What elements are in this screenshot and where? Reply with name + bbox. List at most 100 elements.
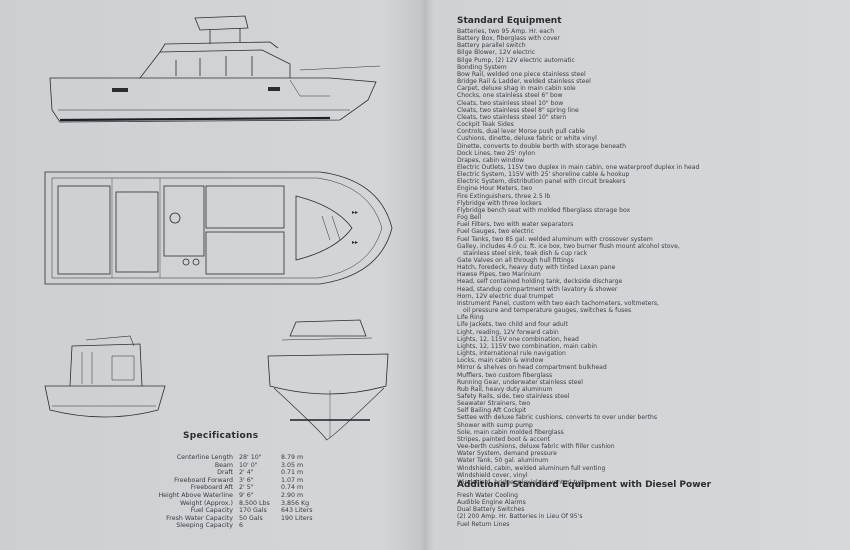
bow-view-drawing [267, 319, 389, 441]
diesel-equipment-item: (2) 200 Amp. Hr. Batteries in Lieu Of 95… [457, 513, 583, 521]
spec-met-cell: 3,856 Kg [281, 499, 310, 507]
spec-row: Centerline Length 28' 10" 8.79 m [95, 454, 321, 462]
spec-label-cell: Height Above Waterline [158, 491, 233, 499]
spec-label-cell: Freeboard Forward [174, 476, 233, 484]
equipment-item: Rub Rail, heavy duty aluminum [457, 385, 553, 393]
equipment-item: Stripes, painted boot & accent [457, 435, 550, 443]
spec-imp-cell: 10' 0" [239, 461, 258, 469]
equipment-item: Drapes, cabin window [457, 156, 525, 164]
equipment-item: Bow Rail, welded one piece stainless ste… [457, 70, 586, 78]
equipment-item: Batteries, two 95 Amp. Hr. each [457, 28, 555, 35]
equipment-item: Mufflers, two custom fiberglass [457, 371, 553, 379]
equipment-item: Cleats, two stainless steel 8" spring li… [457, 106, 579, 114]
equipment-item: Flybridge bench seat with molded fibergl… [457, 206, 631, 214]
equipment-item: Fire Extinguishers, three 2.5 lb [457, 192, 551, 200]
spec-met-cell [277, 522, 321, 530]
side-profile-drawing [49, 15, 381, 123]
stern-view-drawing [44, 335, 166, 418]
equipment-item: Self Bailing Aft Cockpit [457, 407, 527, 415]
equipment-item: Gate Valves on all through hull fittings [457, 257, 574, 264]
diesel-equipment-item: Fuel Return Lines [457, 520, 510, 528]
spec-label-cell: Draft [217, 469, 233, 477]
specifications-title: Specifications [183, 431, 259, 441]
equipment-item: Water System, demand pressure [457, 450, 557, 458]
spec-row: Beam 10' 0" 3.05 m [95, 462, 321, 470]
equipment-item: Seawater Strainers, two [457, 400, 531, 408]
spec-label-cell: Freeboard Aft [190, 484, 233, 492]
spec-imp-cell: 6 [239, 522, 244, 530]
spec-label-cell: Weight (Approx.) [180, 499, 233, 507]
equipment-item: Bonding System [457, 63, 507, 71]
equipment-item: Lights, international rule navigation [457, 350, 566, 358]
spec-met-cell: 1.07 m [281, 476, 304, 484]
equipment-item: Fuel Filters, two with water separators [457, 221, 574, 229]
diesel-equipment-item: Dual Battery Switches [457, 506, 525, 514]
spec-imp-cell: 28' 10" [239, 454, 262, 461]
equipment-item: Controls, dual lever Morse push pull cab… [457, 128, 585, 136]
equipment-item: Horn, 12V electric dual trumpet [457, 292, 554, 300]
spec-met-cell: 643 Liters [281, 507, 313, 515]
spec-row: Height Above Waterline 9' 6" 2.90 m [95, 492, 321, 500]
left-page: ▸▸ ▸▸ [44, 15, 393, 530]
equipment-item: Dinette, converts to double berth with s… [457, 142, 626, 150]
diesel-equipment-item: Fresh Water Cooling [457, 492, 518, 499]
equipment-item: Settee with deluxe fabric cushions, conv… [457, 414, 658, 422]
equipment-item: Hawse Pipes, two Marinium [457, 271, 541, 279]
equipment-item: Bridge Rail & Ladder, welded stainless s… [457, 78, 591, 86]
equipment-item: Water Tank, 50 gal. aluminum [457, 457, 549, 465]
spec-met-cell: 8.79 m [281, 454, 304, 461]
spec-row: Fuel Capacity 170 Gals 643 Liters [95, 507, 321, 515]
equipment-item: Galley, includes 4.0 cu. ft. ice box, tw… [457, 242, 680, 250]
spec-label-cell: Beam [214, 461, 233, 469]
equipment-item: Head, self contained holding tank, decks… [457, 278, 623, 286]
equipment-item: Windshield, bridge, plexiglass venturi t… [457, 478, 587, 486]
equipment-item: stainless steel sink, teak dish & cup ra… [463, 249, 588, 257]
spec-met-cell: 2.90 m [281, 491, 304, 499]
equipment-item: Electric System, distribution panel with… [457, 178, 626, 186]
spec-label-cell: Sleeping Capacity [176, 522, 233, 530]
diesel-equipment-item: Audible Engine Alarms [457, 499, 526, 507]
equipment-item: Life Jackets, two child and four adult [457, 321, 568, 329]
equipment-item: Lights, 12, 115V two combination, main c… [457, 342, 598, 350]
equipment-item: Windshield cover, vinyl [457, 471, 528, 479]
equipment-item: Carpet, deluxe shag in main cabin sole [457, 85, 576, 93]
spec-met-cell: 190 Liters [281, 514, 313, 522]
equipment-item: Battery parallel switch [457, 42, 526, 50]
spec-imp-cell: 9' 6" [239, 491, 254, 499]
equipment-item: Flybridge with three lockers [457, 199, 542, 207]
svg-text:▸▸: ▸▸ [352, 239, 358, 246]
equipment-item: Light, reading, 12V forward cabin [457, 328, 559, 336]
equipment-item: Life Ring [457, 314, 484, 322]
spec-label-cell: Fresh Water Capacity [166, 514, 233, 522]
equipment-item: Running Gear, underwater stainless steel [457, 378, 583, 386]
spec-imp-cell: 50 Gals [239, 514, 263, 522]
equipment-item: Dock Lines, two 25' nylon [457, 149, 536, 157]
spec-met-cell: 3.05 m [281, 461, 304, 469]
equipment-item: Head, standup compartment with lavatory … [457, 285, 618, 293]
equipment-item: Locks, main cabin & window [457, 357, 544, 365]
deck-plan-drawing: ▸▸ ▸▸ [44, 171, 393, 285]
equipment-item: Chocks, one stainless steel 6" bow [457, 92, 563, 100]
equipment-item: Cleats, two stainless steel 10" bow [457, 99, 564, 107]
equipment-item: Fuel Tanks, two 85 gal. welded aluminum … [457, 235, 653, 243]
spec-met-cell: 0.74 m [281, 484, 304, 492]
spec-label-cell: Fuel Capacity [190, 507, 233, 515]
svg-text:▸▸: ▸▸ [352, 209, 358, 216]
equipment-item: Bilge Blower, 12V electric [457, 49, 536, 57]
equipment-item: Cleats, two stainless steel 10" stern [457, 113, 567, 121]
equipment-item: Electric System, 115V with 25' shoreline… [457, 171, 630, 179]
spec-row: Sleeping Capacity 6 [95, 522, 321, 530]
spec-imp-cell: 2' 4" [239, 469, 254, 477]
equipment-item: Instrument Panel, custom with two each t… [457, 299, 659, 307]
spec-label-cell: Centerline Length [176, 454, 233, 461]
equipment-item: Sole, main cabin molded fiberglass [457, 428, 564, 436]
spec-imp-cell: 170 Gals [239, 507, 267, 515]
equipment-item: Lights, 12, 115V one combination, head [457, 335, 579, 343]
equipment-item: Mirror & shelves on head compartment bul… [457, 364, 607, 372]
specifications-table: Centerline Length 28' 10" 8.79 m Beam 10' 0"… [95, 454, 321, 530]
